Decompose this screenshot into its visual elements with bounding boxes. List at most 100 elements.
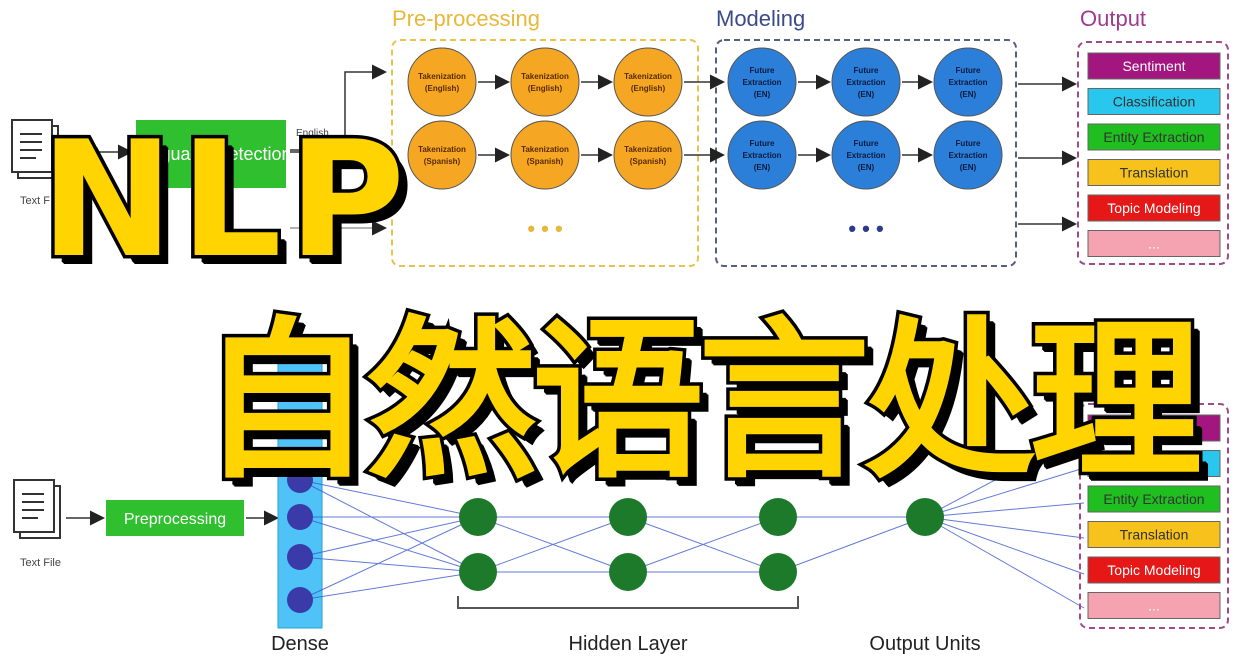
modeling-title: Modeling [716,6,805,31]
svg-text:(English): (English) [425,84,460,93]
output-item: Classification [1087,450,1221,477]
title-nlp: NLP [36,106,412,293]
svg-text:Future: Future [750,66,775,75]
output-item: ... [1087,230,1221,257]
dense-neuron [287,544,313,570]
output-item: Sentiment [1087,52,1221,80]
tokenization-english-row: Takenization (English) Takenization (Englis… [407,47,725,163]
svg-text:(EN): (EN) [960,163,977,172]
svg-text:...: ... [1148,598,1160,614]
output-item: Topic Modeling [1087,194,1221,222]
title-chinese: 自然语言处理 [197,301,1206,502]
output-section [1077,41,1229,265]
preprocessing-section [391,39,699,267]
dense-layer [277,359,323,629]
dense-neuron [287,467,313,493]
svg-text:Sentiment: Sentiment [1122,420,1185,436]
preprocessing-title: Pre-processing [392,6,540,31]
tokenization-spanish-row: Takenization (Spanish) Takenization (Spanis… [407,120,683,190]
hidden-neuron [759,498,797,536]
tokenization-spanish-node: Takenization (Spanish) [510,120,580,190]
svg-text:Future: Future [956,139,981,148]
output-title: Output [1080,6,1146,31]
svg-text:(Spanish): (Spanish) [424,157,461,166]
bottom-output-section [1079,403,1229,629]
english-label: English [296,128,329,139]
output-units-label: Output Units [869,633,980,655]
svg-text:(Spanish): (Spanish) [527,157,564,166]
svg-text:Takenization: Takenization [521,145,569,154]
svg-text:Entity Extraction: Entity Extraction [1103,491,1204,507]
hidden-neuron [906,498,944,536]
svg-text:(Spanish): (Spanish) [630,157,667,166]
svg-text:Takenization: Takenization [418,145,466,154]
svg-text:Extraction: Extraction [846,78,885,87]
tokenization-english-node: Takenization (English) [407,47,477,117]
svg-text:Extraction: Extraction [742,78,781,87]
output-item: Translation [1087,159,1221,186]
preprocessing-ellipsis: • • • [527,216,562,241]
svg-text:Takenization: Takenization [624,145,672,154]
dense-label: Dense [271,633,329,655]
hidden-neuron [759,553,797,591]
tokenization-english-node: Takenization (English) [510,47,580,117]
bottom-text-file-label: Text File [20,557,61,569]
hidden-neuron [459,553,497,591]
svg-text:Translation: Translation [1120,165,1189,181]
preprocessing-box [106,500,244,536]
svg-text:Takenization: Takenization [624,72,672,81]
svg-text:Sentiment: Sentiment [1122,58,1185,74]
output-item: Entity Extraction [1087,123,1221,151]
output-item: Sentiment [1087,414,1221,442]
svg-text:Extraction: Extraction [948,78,987,87]
hidden-neuron [609,553,647,591]
svg-text:Future: Future [854,139,879,148]
svg-text:Extraction: Extraction [846,151,885,160]
output-item: Entity Extraction [1087,485,1221,513]
svg-text:(EN): (EN) [858,90,875,99]
hidden-layer-label: Hidden Layer [569,633,688,655]
language-detection-label: Language Detection [130,144,291,164]
output-item: Classification [1087,88,1221,115]
svg-text:(EN): (EN) [960,90,977,99]
svg-text:(EN): (EN) [754,90,771,99]
hidden-neuron [459,498,497,536]
svg-text:Takenization: Takenization [521,72,569,81]
svg-text:(EN): (EN) [858,163,875,172]
svg-text:(English): (English) [631,84,666,93]
svg-text:Future: Future [750,139,775,148]
svg-text:(EN): (EN) [754,163,771,172]
text-file-icon [11,119,59,179]
svg-text:Extraction: Extraction [742,151,781,160]
preprocessing-box-label: Preprocessing [124,511,226,528]
svg-text:Takenization: Takenization [418,72,466,81]
output-item: ... [1087,592,1221,619]
tokenization-spanish-node: Takenization (Spanish) [613,120,683,190]
svg-text:Extraction: Extraction [948,151,987,160]
text-file-icon-bottom [13,479,61,539]
svg-text:(English): (English) [528,84,563,93]
modeling-ellipsis: • • • [848,216,883,241]
svg-text:Entity Extraction: Entity Extraction [1103,129,1204,145]
svg-text:Classification: Classification [1113,94,1195,110]
dense-neuron [287,504,313,530]
language-detection-box [136,120,286,188]
dense-neuron [287,587,313,613]
tokenization-spanish-node: Takenization (Spanish) [407,120,477,190]
svg-text:Translation: Translation [1120,527,1189,543]
svg-text:Future: Future [854,66,879,75]
tokenization-english-node: Takenization (English) [613,47,683,117]
svg-text:Classification: Classification [1113,456,1195,472]
svg-text:...: ... [1148,236,1160,252]
svg-text:Topic Modeling: Topic Modeling [1107,562,1200,578]
